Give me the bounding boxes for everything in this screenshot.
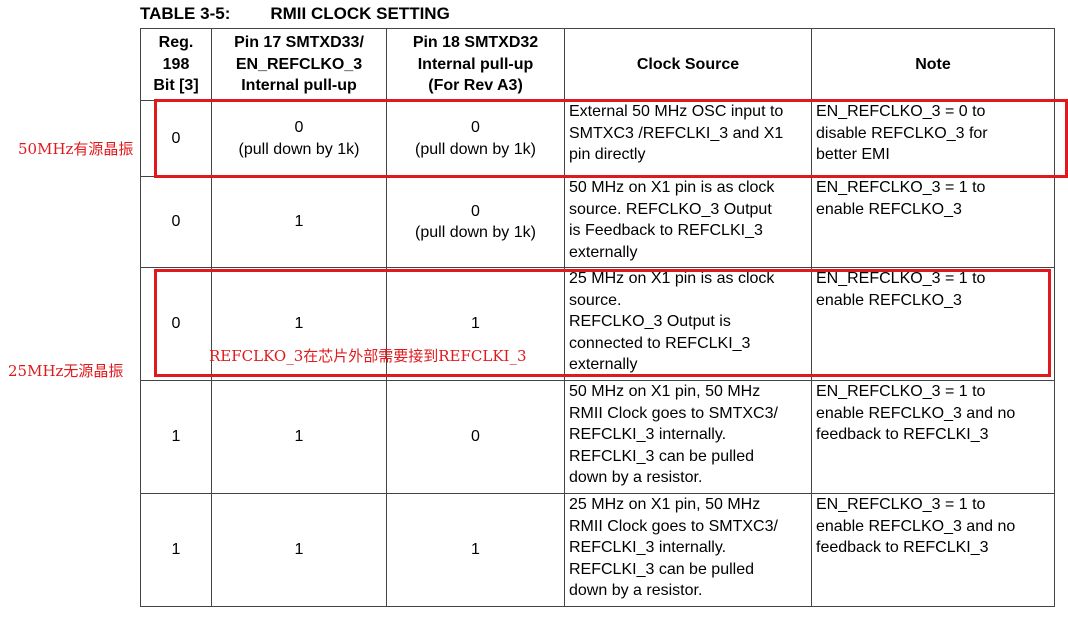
- cell-reg: 1: [140, 380, 212, 494]
- annotation-50mhz-label: 50MHz有源晶振: [18, 140, 134, 158]
- table-number: TABLE 3-5:: [140, 4, 231, 23]
- cell-reg: 1: [140, 493, 212, 607]
- cell-pin17: 1: [211, 493, 387, 607]
- cell-pin18: 1: [386, 493, 565, 607]
- table-title: RMII CLOCK SETTING: [270, 4, 450, 23]
- table-caption: TABLE 3-5: RMII CLOCK SETTING: [140, 4, 450, 24]
- cell-pin18: 1: [386, 267, 565, 381]
- highlight-box-25mhz: [154, 269, 1051, 377]
- header-note: Note: [811, 28, 1055, 101]
- cell-pin17: 1: [211, 267, 387, 381]
- annotation-refclk-note: REFCLKO_3在芯片外部需要接到REFCLKI_3: [209, 347, 527, 365]
- cell-pin17: 1: [211, 380, 387, 494]
- cell-pin17: 1: [211, 176, 387, 268]
- cell-pin18: 0: [386, 380, 565, 494]
- table-row: 0 1 0(pull down by 1k) 50 MHz on X1 pin …: [140, 176, 1055, 268]
- header-clock-source: Clock Source: [564, 28, 812, 101]
- highlight-box-50mhz: [154, 99, 1068, 178]
- cell-reg: 0: [140, 176, 212, 268]
- cell-pin18: 0(pull down by 1k): [386, 100, 565, 177]
- cell-reg: 0: [140, 267, 212, 381]
- cell-pin18: 0(pull down by 1k): [386, 176, 565, 268]
- annotation-25mhz-label: 25MHz无源晶振: [8, 362, 124, 380]
- table-row: 0 0(pull down by 1k) 0(pull down by 1k) …: [140, 100, 1055, 177]
